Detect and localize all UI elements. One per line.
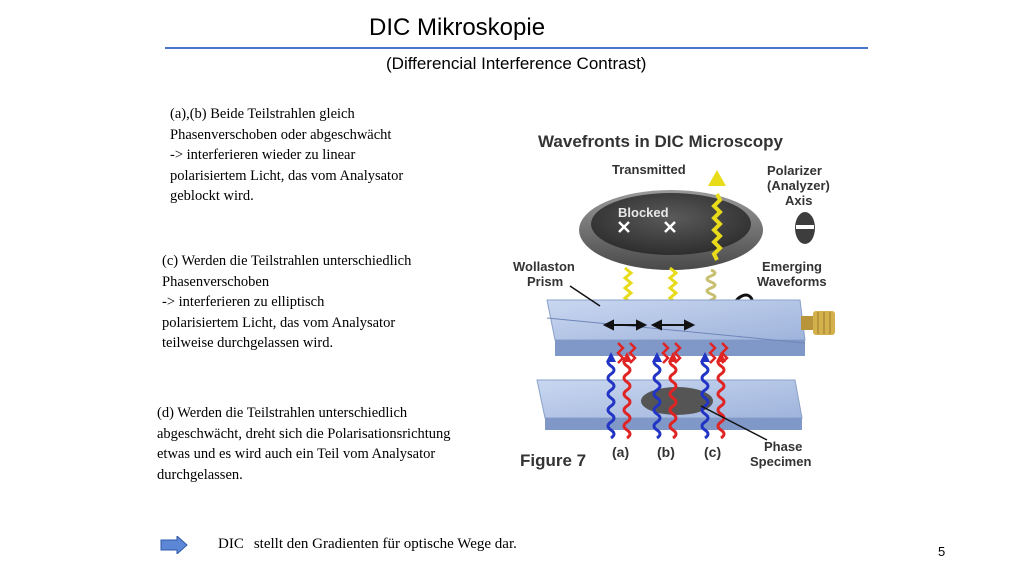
shear-arrow-icon [602,319,696,331]
label-transmitted: Transmitted [612,162,686,177]
figure-title: Wavefronts in DIC Microscopy [538,132,784,151]
label-analyzer: (Analyzer) [767,178,830,193]
slide-title: DIC Mikroskopie [369,14,546,41]
paragraph-line: -> interferieren wieder zu linear [170,147,356,163]
label-c: (c) [704,444,721,460]
paragraph-line: durchgelassen. [157,466,243,483]
wollaston-prism [546,299,806,356]
label-a: (a) [612,444,629,460]
paragraph-line: etwas und es wird auch ein Teil vom Anal… [157,446,436,462]
prism-adjustment-knob-icon [801,311,835,335]
right-arrow-icon [160,536,188,554]
label-specimen: Specimen [750,454,811,469]
paragraph-line: abgeschwächt, dreht sich die Polarisatio… [157,425,451,442]
paragraph-line: polarisiertem Licht, das vom Analysator [162,314,396,331]
label-wollaston: Wollaston [513,259,575,274]
label-phase: Phase [764,439,802,454]
page-number: 5 [938,544,946,559]
specimen-pointer-line [700,405,768,441]
paragraph-line: (c) Werden die Teilstrahlen unterschiedl… [162,253,412,269]
paragraph-c: (c) Werden die Teilstrahlen unterschiedl… [162,251,411,354]
prism-pointer-line [569,285,601,307]
label-blocked: Blocked [618,205,669,220]
label-prism: Prism [527,274,563,289]
paragraph-line: (a),(b) Beide Teilstrahlen gleich [170,106,355,122]
transmitted-arrow-icon [708,170,726,261]
analyzer-axis-icon [795,212,815,244]
incident-waves [606,356,726,440]
polarizer-disc [591,193,751,255]
paragraph-line: geblockt wird. [170,188,254,204]
title-underline [165,47,868,49]
ray-arrowheads [606,352,726,362]
paragraph-line: -> interferieren zu elliptisch [162,294,325,310]
paragraph-d: (d) Werden die Teilstrahlen unterschiedl… [157,403,451,485]
summary-text: stellt den Gradienten für optische Wege … [253,536,517,552]
paragraph-line: Phasenverschoben oder abgeschwächt [170,126,392,143]
summary-dic-label: DIC [218,536,244,552]
blocked-cross-icon [618,221,676,233]
paragraph-line: polarisiertem Licht, das vom Analysator [170,167,404,184]
label-waveforms: Waveforms [757,274,827,289]
dic-wavefront-figure: Wavefronts in DIC Microscopy Transmitted… [513,132,835,470]
label-emerging: Emerging [762,259,822,274]
label-polarizer: Polarizer [767,163,822,178]
paragraph-line: (d) Werden die Teilstrahlen unterschiedl… [157,405,408,421]
label-b: (b) [657,444,675,460]
shear-rays [616,342,729,364]
slide-subtitle: (Differencial Interference Contrast) [386,54,647,73]
paragraph-ab: (a),(b) Beide Teilstrahlen gleich Phasen… [170,104,403,207]
label-axis: Axis [785,193,812,208]
paragraph-line: Phasenverschoben [162,273,270,290]
summary-statement: DIC stellt den Gradienten für optische We… [218,536,517,553]
paragraph-line: teilweise durchgelassen wird. [162,335,334,351]
figure-number: Figure 7 [520,451,586,470]
